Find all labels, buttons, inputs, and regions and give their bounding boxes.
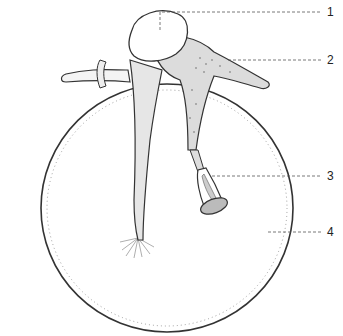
malleus-handle xyxy=(130,60,162,240)
leader-line xyxy=(228,60,322,61)
malleus-head xyxy=(129,11,187,61)
anterior-process xyxy=(62,70,131,82)
leader-line xyxy=(268,232,322,233)
tympanic-membrane xyxy=(41,84,293,332)
incus-shading xyxy=(189,57,231,133)
callout-number: 4 xyxy=(326,225,335,239)
callout-number: 1 xyxy=(326,5,335,19)
callout-number: 2 xyxy=(326,53,335,67)
malleus-spur xyxy=(97,60,106,88)
leader-line xyxy=(160,12,322,30)
stapes-opening xyxy=(202,174,216,200)
stapes-footplate xyxy=(198,195,229,218)
umbo-striations xyxy=(120,238,154,258)
leader-lines xyxy=(160,12,322,232)
membrane-rim xyxy=(47,90,287,326)
leader-line xyxy=(212,176,322,177)
callout-number: 3 xyxy=(326,169,335,183)
